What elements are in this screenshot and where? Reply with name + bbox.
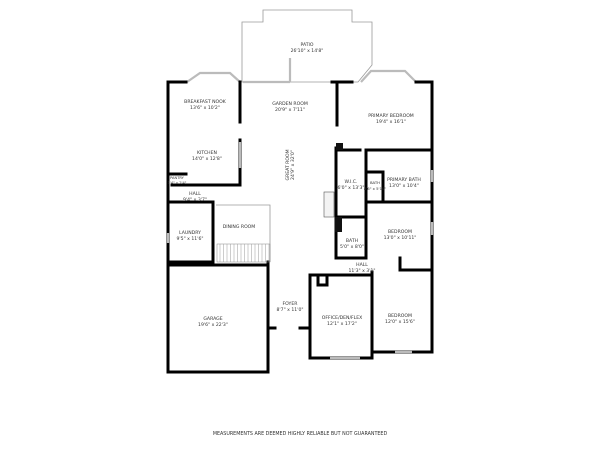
hall-west-label: HALL — [189, 191, 201, 197]
breakfast-nook-size: 13'6" x 10'2" — [190, 105, 220, 111]
kitchen-label: KITCHEN — [197, 150, 217, 156]
kitchen-size: 14'0" x 12'8" — [192, 156, 222, 162]
laundry-label: LAUNDRY — [179, 230, 201, 236]
primary-bedroom-label: PRIMARY BEDROOM — [368, 113, 414, 119]
nook-bay-window — [186, 71, 241, 83]
patio-outline — [241, 9, 373, 83]
bedroom-2-label: BEDROOM — [388, 229, 412, 235]
primary-bedroom-size: 19'4" x 16'1" — [376, 119, 406, 125]
foyer-size: 8'7" x 11'0" — [276, 307, 303, 313]
column — [336, 143, 343, 150]
wic-label: W.I.C. — [345, 179, 358, 185]
bath-wc-size: 8'6" x 5'10" — [364, 186, 387, 191]
dining-room-label: DINING ROOM — [223, 224, 256, 230]
disclaimer: MEASUREMENTS ARE DEEMED HIGHLY RELIABLE … — [212, 432, 388, 437]
garage-size: 19'6" x 22'3" — [198, 322, 228, 328]
fireplace-block — [335, 217, 342, 232]
patio-size: 26'10" x 14'8" — [291, 48, 324, 54]
great-room-size: 24'9" x 32'0" — [290, 150, 296, 180]
fireplace-icon — [323, 191, 335, 218]
hall-west-size: 9'4" x 3'7" — [183, 197, 207, 203]
bedroom-3-label: BEDROOM — [388, 313, 412, 319]
foyer-label: FOYER — [283, 301, 299, 307]
wic-size: 6'0" x 13'3" — [337, 185, 364, 191]
bath-2-size: 5'0" x 8'0" — [340, 244, 364, 250]
garage-label: GARAGE — [203, 316, 222, 322]
bedroom-3-size: 12'0" x 15'6" — [385, 319, 415, 325]
pantry-label: PANTRY — [170, 176, 185, 180]
breakfast-nook-label: BREAKFAST NOOK — [184, 99, 227, 105]
stairs-icon — [216, 243, 271, 263]
bath-wc-label: BATH — [370, 180, 380, 185]
garden-room-size: 20'9" x 7'11" — [275, 107, 305, 113]
pantry-size: 3'4" x 2'4" — [168, 181, 187, 185]
bedroom-2-size: 13'0" x 10'11" — [384, 235, 417, 241]
garden-room-label: GARDEN ROOM — [272, 101, 308, 107]
office-size: 12'1" x 17'2" — [327, 321, 357, 327]
primary-bath-label: PRIMARY BATH — [387, 177, 421, 183]
bath-2-label: BATH — [346, 238, 358, 244]
hall-east-label: HALL — [356, 262, 368, 268]
great-room-label: GREAT ROOM — [285, 149, 291, 180]
bedroom-bay-window — [360, 69, 417, 83]
patio-label: PATIO — [300, 42, 313, 48]
walls — [166, 80, 434, 374]
laundry-size: 9'5" x 11'6" — [176, 236, 203, 242]
office-label: OFFICE/DEN/FLEX — [322, 315, 363, 321]
primary-bath-size: 13'0" x 10'4" — [389, 183, 419, 189]
hall-east-size: 11'3" x 3'1" — [348, 268, 375, 274]
